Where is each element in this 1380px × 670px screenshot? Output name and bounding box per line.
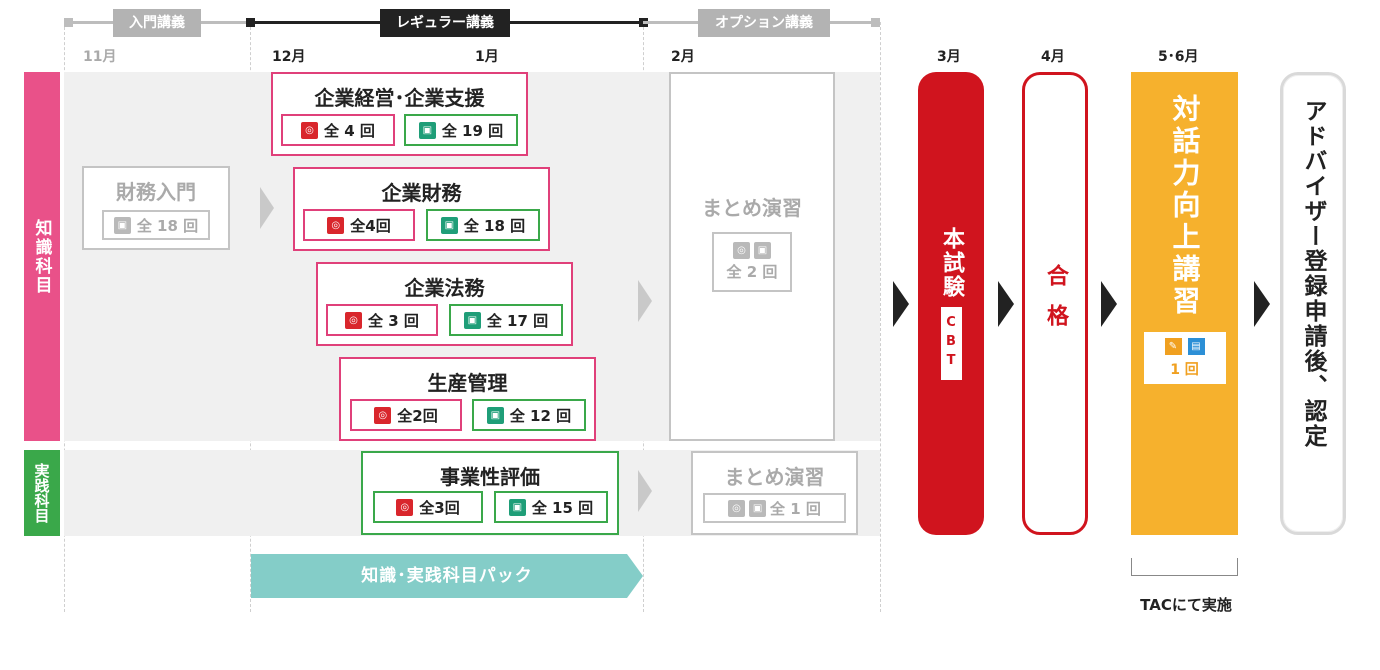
web-chip: ▣ 全 15 回 bbox=[494, 491, 608, 523]
web-chip: ▣ 全 19 回 bbox=[404, 114, 518, 146]
arrow-right-icon bbox=[260, 187, 274, 229]
dvd-icon: ◎ bbox=[345, 311, 363, 329]
review-knowledge-box: まとめ演習 ◎ ▣ 全 2 回 bbox=[669, 72, 835, 441]
subject-title: 生産管理 bbox=[427, 371, 508, 395]
review-knowledge-chip: ◎ ▣ 全 2 回 bbox=[712, 232, 792, 292]
intro-phase-label: 入門講義 bbox=[113, 9, 201, 37]
dvd-icon: ◎ bbox=[396, 498, 414, 516]
arrow-right-icon bbox=[1101, 281, 1117, 327]
subject-title: 企業財務 bbox=[381, 181, 462, 205]
knowledge-subjects-tab: 知識科目 bbox=[24, 72, 60, 441]
dvd-chip: ◎ 全4回 bbox=[303, 209, 415, 241]
month-feb: 2月 bbox=[671, 49, 695, 65]
subject-card-legal: 企業法務 ◎ 全 3 回 ▣ 全 17 回 bbox=[316, 262, 573, 346]
subject-card-business-evaluation: 事業性評価 ◎ 全3回 ▣ 全 15 回 bbox=[361, 451, 619, 535]
web-chip: ▣ 全 17 回 bbox=[449, 304, 563, 336]
subject-card-management: 企業経営･企業支援 ◎ 全 4 回 ▣ 全 19 回 bbox=[271, 72, 528, 156]
dvd-icon: ◎ bbox=[728, 499, 746, 517]
subject-title: 事業性評価 bbox=[440, 465, 540, 489]
intro-course-count: 全 18 回 bbox=[136, 216, 199, 235]
intro-course-box: 財務入門 ▣ 全 18 回 bbox=[82, 166, 230, 250]
web-chip: ▣ 全 12 回 bbox=[472, 399, 586, 431]
month-dec: 12月 bbox=[272, 49, 306, 65]
month-may-jun: 5･6月 bbox=[1158, 49, 1199, 65]
dvd-count: 全 4 回 bbox=[324, 121, 375, 140]
dialogue-chip: ✎ ▤ 1 回 bbox=[1143, 332, 1226, 384]
dialogue-label: 対話力向上講習 bbox=[1168, 94, 1202, 318]
exam-stage: 本試験 CBT bbox=[918, 72, 984, 535]
web-chip: ▣ 全 18 回 bbox=[426, 209, 540, 241]
dvd-icon: ◎ bbox=[733, 242, 750, 259]
dialogue-count: 1 回 bbox=[1170, 361, 1199, 378]
dvd-chip: ◎ 全 4 回 bbox=[281, 114, 395, 146]
exam-label: 本試験 bbox=[939, 227, 964, 299]
register-label: アドバイザー登録申請後、認定 bbox=[1300, 99, 1326, 449]
dvd-chip: ◎ 全3回 bbox=[373, 491, 483, 523]
review-practice-title: まとめ演習 bbox=[724, 465, 825, 489]
subject-card-production: 生産管理 ◎ 全2回 ▣ 全 12 回 bbox=[339, 357, 596, 441]
review-knowledge-count: 全 2 回 bbox=[726, 263, 778, 281]
web-icon: ▣ bbox=[486, 406, 504, 424]
tac-bracket bbox=[1131, 558, 1238, 576]
web-icon: ▣ bbox=[113, 216, 131, 234]
dvd-icon: ◎ bbox=[374, 406, 392, 424]
arrow-right-icon bbox=[998, 281, 1014, 327]
practice-subjects-tab: 実践科目 bbox=[24, 450, 60, 536]
month-nov: 11月 bbox=[83, 49, 117, 65]
month-apr: 4月 bbox=[1041, 49, 1065, 65]
dvd-icon: ◎ bbox=[301, 121, 319, 139]
month-jan: 1月 bbox=[475, 49, 499, 65]
web-count: 全 17 回 bbox=[486, 311, 549, 330]
option-phase-label: オプション講義 bbox=[698, 9, 830, 37]
dialogue-icons: ✎ ▤ bbox=[1164, 337, 1205, 355]
guide-line-end bbox=[880, 22, 881, 612]
web-count: 全 19 回 bbox=[441, 121, 504, 140]
web-icon: ▣ bbox=[754, 242, 771, 259]
pack-arrow: 知識･実践科目パック bbox=[251, 554, 643, 598]
tac-note: TACにて実施 bbox=[1140, 596, 1232, 614]
web-icon: ▣ bbox=[418, 121, 436, 139]
web-icon: ▣ bbox=[749, 499, 767, 517]
web-count: 全 18 回 bbox=[463, 216, 526, 235]
option-end-cap bbox=[871, 18, 880, 27]
web-count: 全 15 回 bbox=[531, 498, 594, 517]
review-practice-count: 全 1 回 bbox=[770, 499, 821, 518]
register-stage: アドバイザー登録申請後、認定 bbox=[1280, 72, 1346, 535]
subject-title: 企業法務 bbox=[404, 276, 485, 300]
dvd-count: 全2回 bbox=[397, 406, 438, 425]
arrow-right-icon bbox=[893, 281, 909, 327]
dvd-count: 全 3 回 bbox=[368, 311, 419, 330]
subject-title: 企業経営･企業支援 bbox=[314, 86, 485, 110]
subject-card-finance: 企業財務 ◎ 全4回 ▣ 全 18 回 bbox=[293, 167, 550, 251]
paper-icon: ▤ bbox=[1187, 337, 1205, 355]
exam-cbt-badge: CBT bbox=[940, 307, 962, 380]
pass-label: 合格 bbox=[1043, 263, 1068, 344]
web-count: 全 12 回 bbox=[509, 406, 572, 425]
pen-icon: ✎ bbox=[1164, 337, 1182, 355]
review-practice-chip: ◎ ▣ 全 1 回 bbox=[703, 493, 846, 523]
intro-start-cap bbox=[64, 18, 73, 27]
web-icon: ▣ bbox=[440, 216, 458, 234]
dialogue-course-stage: 対話力向上講習 ✎ ▤ 1 回 bbox=[1131, 72, 1238, 535]
intro-course-title: 財務入門 bbox=[116, 180, 196, 204]
web-icon: ▣ bbox=[463, 311, 481, 329]
dvd-count: 全3回 bbox=[419, 498, 460, 517]
dvd-chip: ◎ 全 3 回 bbox=[326, 304, 438, 336]
pass-stage: 合格 bbox=[1022, 72, 1088, 535]
arrow-right-icon bbox=[1254, 281, 1270, 327]
review-practice-box: まとめ演習 ◎ ▣ 全 1 回 bbox=[691, 451, 858, 535]
web-icon: ▣ bbox=[508, 498, 526, 516]
intro-course-chip: ▣ 全 18 回 bbox=[102, 210, 210, 240]
regular-start-cap bbox=[246, 18, 255, 27]
arrow-right-icon bbox=[638, 470, 652, 512]
regular-phase-label: レギュラー講義 bbox=[380, 9, 510, 37]
review-knowledge-title: まとめ演習 bbox=[702, 196, 802, 220]
dvd-count: 全4回 bbox=[350, 216, 391, 235]
dvd-icon: ◎ bbox=[327, 216, 345, 234]
review-icons: ◎ ▣ bbox=[733, 242, 771, 259]
arrow-right-icon bbox=[638, 280, 652, 322]
month-mar: 3月 bbox=[937, 49, 961, 65]
dvd-chip: ◎ 全2回 bbox=[350, 399, 462, 431]
